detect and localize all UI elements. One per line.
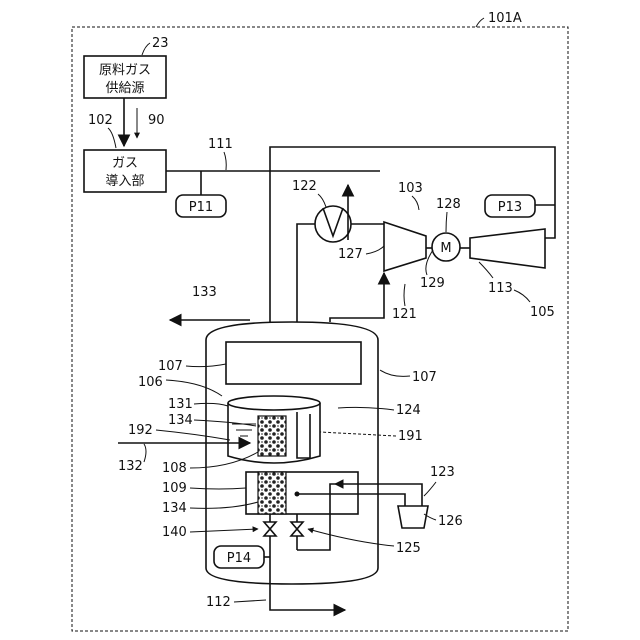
cell-106-top <box>228 396 320 410</box>
ref-128: 128 <box>436 197 461 212</box>
seed-grains-lower <box>258 472 286 514</box>
ref-140: 140 <box>162 525 187 540</box>
ref-104: 107 <box>412 370 437 385</box>
pump-126 <box>398 506 428 528</box>
raw-gas-source-line2: 供給源 <box>105 81 144 96</box>
turbine-113 <box>470 229 545 268</box>
seed-grains-upper <box>258 416 286 456</box>
ref-192: 192 <box>128 423 153 438</box>
ref-111: 111 <box>208 137 233 152</box>
ref-127: 127 <box>338 247 363 262</box>
ref-132: 132 <box>118 459 143 474</box>
gas-intro-line1: ガス <box>112 156 138 171</box>
ref-109: 109 <box>162 481 187 496</box>
ref-101A: 101A <box>488 11 522 26</box>
ref-105: 105 <box>530 305 555 320</box>
ref-131: 131 <box>168 397 193 412</box>
motor-label: M <box>440 241 451 256</box>
ref-108: 108 <box>162 461 187 476</box>
ref-102: 102 <box>88 113 113 128</box>
ref-191: 191 <box>398 429 423 444</box>
ref-129: 129 <box>420 276 445 291</box>
ref-103: 103 <box>398 181 423 196</box>
ref-107: 107 <box>158 359 183 374</box>
gas-intro-line2: 導入部 <box>105 174 144 189</box>
ref-121: 121 <box>392 307 417 322</box>
ref-122: 122 <box>292 179 317 194</box>
line-121 <box>330 273 384 322</box>
ref-134-upper: 134 <box>168 413 193 428</box>
p14-label: P14 <box>227 551 251 566</box>
ref-113: 113 <box>488 281 513 296</box>
ref-23: 23 <box>152 36 169 51</box>
ref-112: 112 <box>206 595 231 610</box>
block-107 <box>226 342 361 384</box>
ref-106: 106 <box>138 375 163 390</box>
ref-123: 123 <box>430 465 455 480</box>
p11-label: P11 <box>189 200 213 215</box>
ref-124: 124 <box>396 403 421 418</box>
p13-label: P13 <box>498 200 522 215</box>
raw-gas-source-line1: 原料ガス <box>99 63 151 78</box>
ref-90: 90 <box>148 113 165 128</box>
ref-134-lower: 134 <box>162 501 187 516</box>
ref-125: 125 <box>396 541 421 556</box>
ref-126: 126 <box>438 514 463 529</box>
ref-133: 133 <box>192 285 217 300</box>
compressor-127 <box>384 222 426 271</box>
